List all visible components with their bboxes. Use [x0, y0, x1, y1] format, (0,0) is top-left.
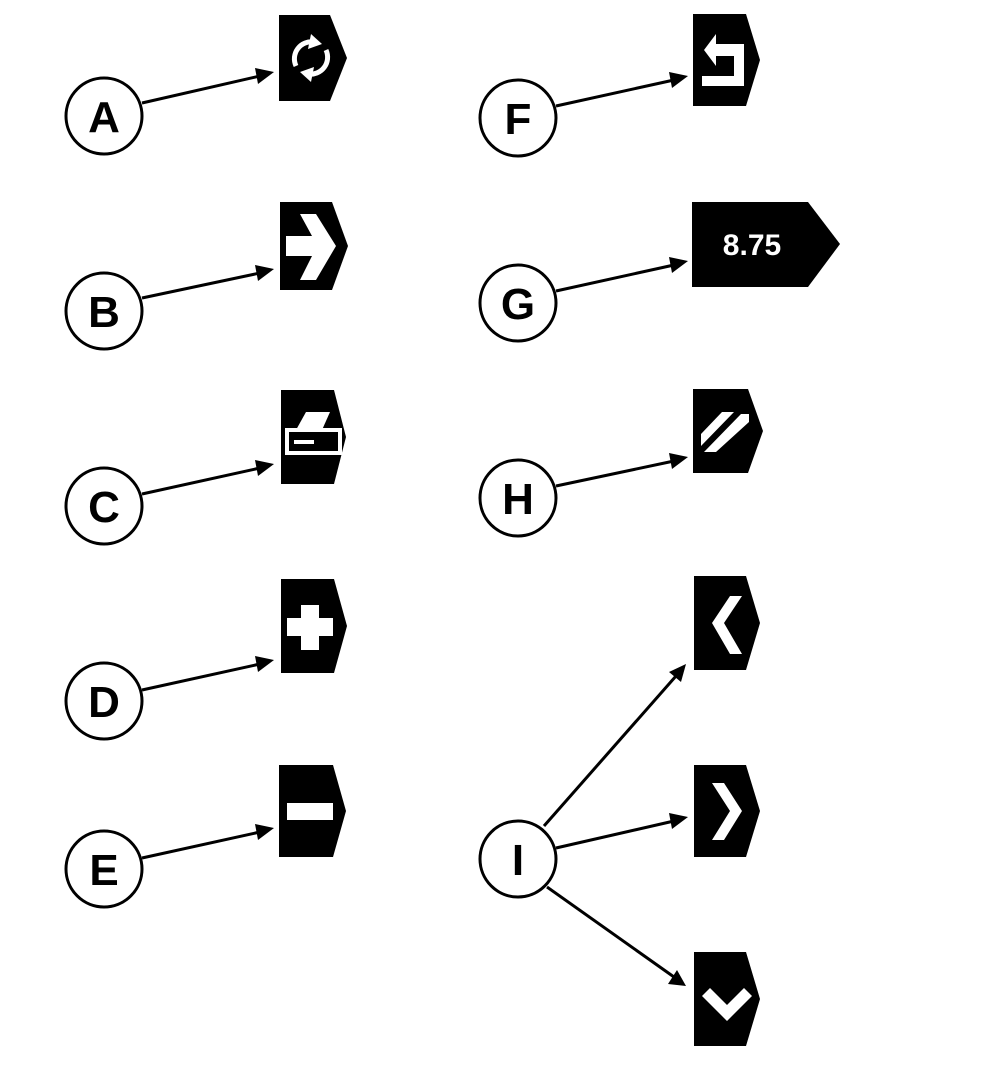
- callout-circle-d: [64, 661, 144, 741]
- callout-letter-f: F: [505, 95, 532, 144]
- value-display: 8.75: [692, 202, 840, 287]
- callout-e: E: [64, 765, 346, 909]
- leader-arrow-g: [555, 257, 688, 293]
- leader-arrow-e: [141, 824, 274, 860]
- callout-letter-b: B: [88, 288, 120, 337]
- chevron-right-icon: [694, 765, 760, 857]
- callout-circle-g: [478, 263, 558, 343]
- chevron-down-icon: [694, 952, 760, 1046]
- leader-arrow-a: [141, 68, 274, 105]
- arrow-right-icon: [280, 202, 348, 290]
- callout-circle-h: [478, 458, 558, 538]
- leader-arrow-d: [141, 656, 274, 692]
- printer-icon: [281, 390, 346, 484]
- refresh-icon: [279, 15, 347, 101]
- callout-circle-a: [64, 76, 144, 156]
- callout-g: G 8.75: [478, 202, 840, 343]
- hatched-icon: [693, 389, 763, 473]
- chevron-left-icon: [694, 576, 760, 670]
- callout-d: D: [64, 579, 347, 741]
- callout-letter-a: A: [88, 93, 120, 142]
- callout-i: I: [478, 576, 760, 1046]
- plus-icon: [281, 579, 347, 673]
- leader-arrow-h: [555, 453, 688, 488]
- callout-circle-f: [478, 78, 558, 158]
- leader-arrow-b: [141, 265, 274, 300]
- callout-circle-i: [478, 819, 558, 899]
- callout-letter-h: H: [502, 475, 534, 524]
- callout-letter-d: D: [88, 678, 120, 727]
- leader-arrow-c: [141, 460, 274, 496]
- callout-letter-c: C: [88, 483, 120, 532]
- callout-circle-e: [64, 829, 144, 909]
- callout-letter-i: I: [512, 836, 524, 885]
- return-icon: [693, 14, 760, 106]
- callout-a: A: [64, 15, 347, 156]
- callout-f: F: [478, 14, 760, 158]
- callout-letter-g: G: [501, 280, 535, 329]
- leader-arrow-i-down: [546, 885, 686, 986]
- value-display-text: 8.75: [723, 229, 781, 262]
- leader-arrow-i-up: [542, 664, 686, 827]
- callout-circle-b: [64, 271, 144, 351]
- callout-circle-c: [64, 466, 144, 546]
- minus-icon: [279, 765, 346, 857]
- callout-letter-e: E: [89, 846, 118, 895]
- leader-arrow-i-right: [555, 813, 688, 850]
- callout-b: B: [64, 202, 348, 351]
- callout-h: H: [478, 389, 763, 538]
- callout-c: C: [64, 390, 346, 546]
- leader-arrow-f: [555, 72, 688, 108]
